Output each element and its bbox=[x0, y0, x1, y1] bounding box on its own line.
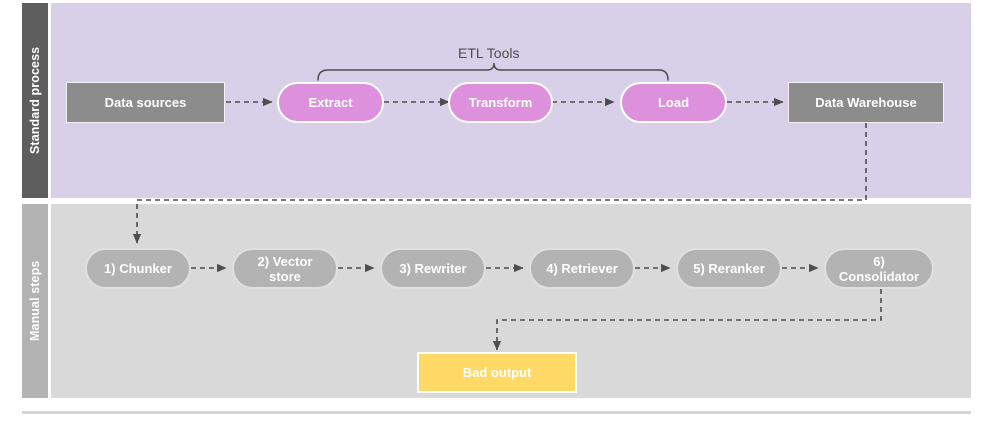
node-data-sources[interactable]: Data sources bbox=[66, 82, 225, 123]
node-transform[interactable]: Transform bbox=[448, 82, 553, 123]
node-data-warehouse[interactable]: Data Warehouse bbox=[788, 82, 944, 123]
node-chunker[interactable]: 1) Chunker bbox=[85, 248, 191, 289]
node-reranker[interactable]: 5) Reranker bbox=[676, 248, 782, 289]
bottom-divider bbox=[22, 411, 971, 414]
node-vector-store[interactable]: 2) Vector store bbox=[232, 248, 338, 289]
node-extract[interactable]: Extract bbox=[277, 82, 384, 123]
node-bad-output[interactable]: Bad output bbox=[417, 352, 577, 393]
node-rewriter[interactable]: 3) Rewriter bbox=[380, 248, 486, 289]
node-retriever[interactable]: 4) Retriever bbox=[529, 248, 635, 289]
node-consolidator[interactable]: 6) Consolidator bbox=[824, 248, 934, 289]
lane-label-standard-process: Standard process bbox=[22, 3, 48, 198]
lane-label-manual-steps: Manual steps bbox=[22, 204, 48, 398]
node-load[interactable]: Load bbox=[620, 82, 727, 123]
etl-tools-label: ETL Tools bbox=[458, 45, 520, 61]
